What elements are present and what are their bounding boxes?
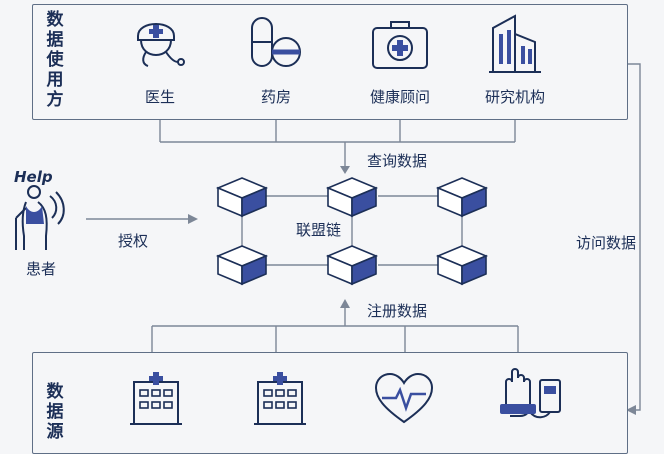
top-item-health-advisor: 健康顾问: [369, 88, 431, 106]
building-icon: [489, 14, 541, 73]
patient-label: 患者: [26, 260, 57, 278]
patient-icon: [15, 185, 65, 250]
data-source-box: [32, 352, 628, 454]
pill-icon: [251, 17, 301, 67]
hospital-icon: [130, 372, 182, 425]
hospital-icon: [254, 372, 306, 425]
doctor-icon: [137, 23, 185, 67]
diagram-canvas: 数据使用方 医生 药房 健康顾问: [14, 4, 641, 454]
top-item-research: 研究机构: [484, 88, 546, 106]
chain-node: [437, 177, 487, 217]
top-item-pharmacy: 药房: [260, 88, 292, 106]
register-data-label: 注册数据: [367, 302, 428, 320]
query-data-label: 查询数据: [367, 152, 428, 170]
chain-node: [217, 245, 267, 285]
chain-node: [217, 177, 267, 217]
chain-node: [327, 177, 377, 217]
access-data-label: 访问数据: [576, 234, 637, 252]
chain-node: [437, 245, 487, 285]
authorize-label: 授权: [118, 232, 149, 250]
heart-rate-icon: [374, 372, 434, 424]
data-source-label: 数据源: [46, 382, 64, 442]
chain-node: [327, 245, 377, 285]
top-item-doctor: 医生: [144, 88, 176, 106]
wearable-device-icon: [500, 368, 561, 419]
data-user-label: 数据使用方: [46, 10, 64, 110]
help-text: Help: [14, 168, 53, 186]
connection-lines: [86, 63, 641, 415]
medical-kit-icon: [372, 21, 428, 69]
alliance-chain-label: 联盟链: [296, 221, 342, 239]
